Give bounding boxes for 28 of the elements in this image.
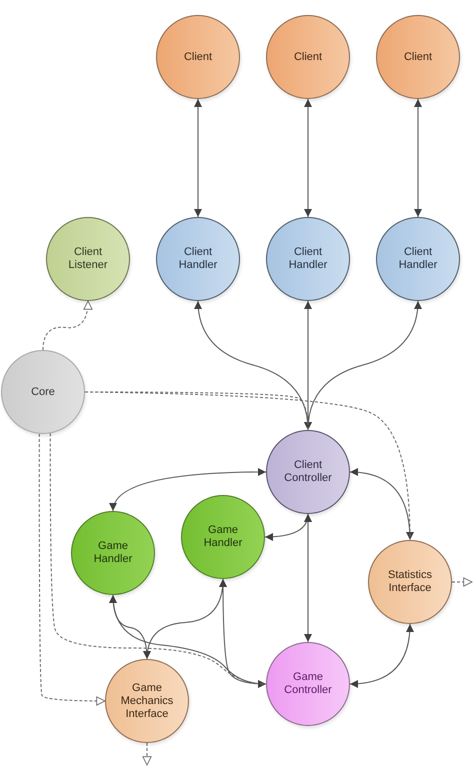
node-label: Client Handler [398,246,438,272]
node-label: Game Handler [202,524,244,550]
dashed-line [50,432,266,684]
double-arrow [304,300,422,430]
node-label: Game Handler [92,540,134,566]
node-label: Game Mechanics Interface [120,682,174,720]
node-label: Client [294,50,322,64]
dashed-arrow [142,742,152,766]
node-label: Game Controller [283,671,333,697]
double-arrow [350,468,414,540]
dashed-arrow [42,300,92,350]
node-label: Client [404,50,432,64]
dashed-arrow [38,433,106,706]
node-label: Client Controller [283,459,333,485]
double-arrow [350,624,414,688]
node-label: Client Handler [288,246,328,272]
node-label: Core [31,386,55,398]
double-arrow [219,578,266,688]
dashed-arrow [452,577,472,587]
node-label: Client Handler [178,246,218,272]
double-arrow [304,98,312,218]
node-label: Statistics Interface [386,569,433,595]
node-label: Client Listener [67,246,109,272]
double-arrow [414,98,422,218]
double-arrow [110,468,266,512]
double-arrow [304,514,312,642]
node-label: Client [184,50,212,64]
double-arrow [194,98,202,218]
